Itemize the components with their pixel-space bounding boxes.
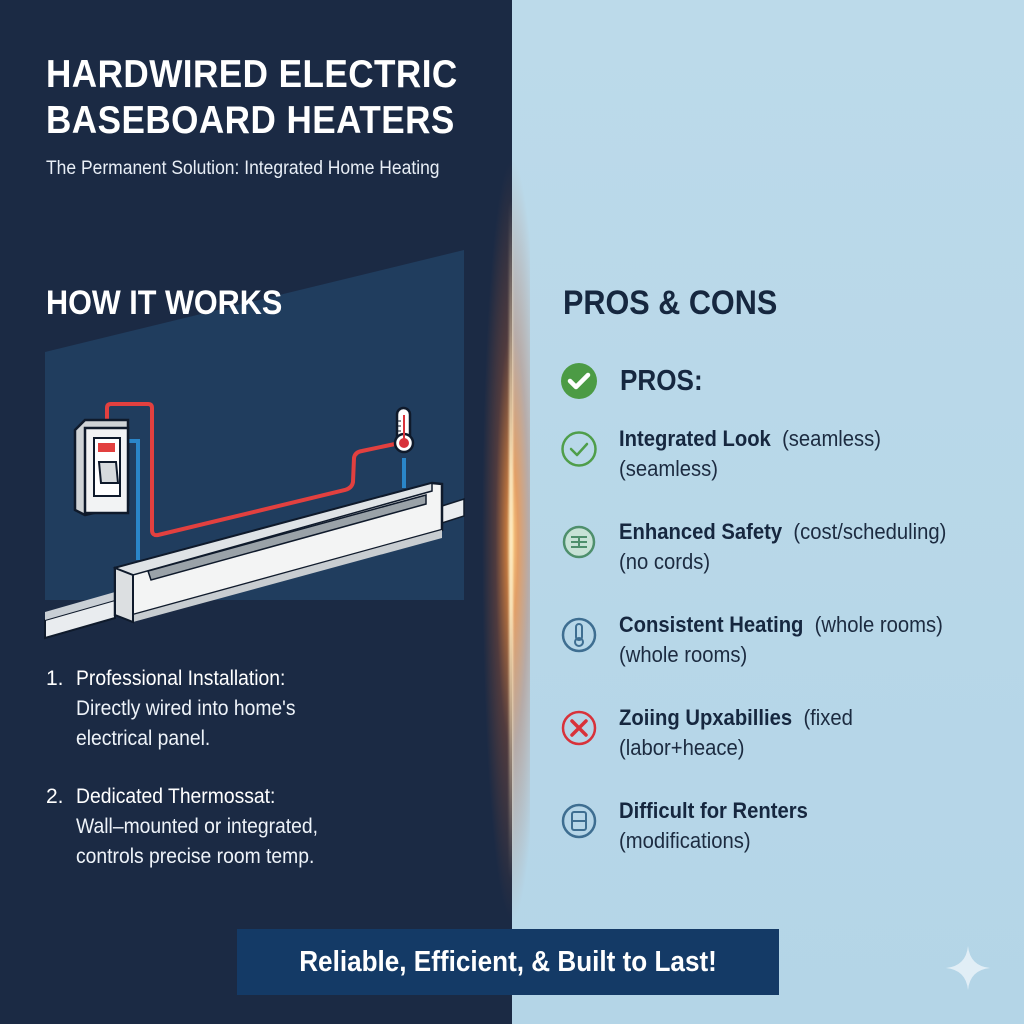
right-panel: [512, 0, 1024, 1024]
item-line2: (labor+heace): [619, 735, 745, 760]
step-item: 2. Dedicated Thermossat: Wall–mounted or…: [46, 782, 339, 872]
title-line-1: HARDWIRED ELECTRIC: [46, 53, 458, 96]
tagline-banner: Reliable, Efficient, & Built to Last!: [237, 929, 779, 995]
step-item: 1. Professional Installation: Directly w…: [46, 664, 339, 754]
item-note: (fixed: [803, 705, 853, 730]
sparkle-icon: [946, 946, 990, 990]
pros-subheading: PROS:: [560, 362, 712, 400]
breaker-switch-icon: [97, 461, 120, 484]
baseboard-heater-icon: [112, 481, 444, 624]
safety-grid-icon: [562, 525, 596, 559]
pros-label: PROS:: [620, 364, 703, 397]
x-circle-icon: [561, 710, 597, 746]
step-desc-line2: electrical panel.: [76, 727, 211, 750]
check-circle-filled-icon: [561, 363, 597, 399]
item-note: (whole rooms): [814, 612, 943, 637]
pros-cons-list: Integrated Look (seamless) (seamless) En…: [560, 424, 975, 889]
baseboard-trim-left: [44, 592, 116, 640]
electrical-panel-icon: [73, 418, 130, 517]
item-title: Zoiing Upxabillies: [619, 705, 793, 730]
item-line2: (whole rooms): [619, 642, 748, 667]
item-title: Consistent Heating: [619, 612, 804, 637]
item-line2: (seamless): [619, 456, 718, 481]
item-line2: (modifications): [619, 828, 751, 853]
building-icon: [561, 803, 597, 839]
item-line2: (no cords): [619, 549, 711, 574]
check-circle-outline-icon: [561, 431, 597, 467]
list-item: Consistent Heating (whole rooms) (whole …: [560, 610, 975, 672]
page-subtitle: The Permanent Solution: Integrated Home …: [46, 158, 440, 179]
page-title: HARDWIRED ELECTRIC BASEBOARD HEATERS: [46, 52, 458, 144]
thermometer-icon: [561, 617, 597, 653]
step-number: 2.: [46, 785, 64, 808]
list-item: Enhanced Safety (cost/scheduling) (no co…: [560, 517, 975, 579]
item-title: Difficult for Renters: [619, 798, 808, 823]
step-number: 1.: [46, 667, 64, 690]
step-desc-line1: Wall–mounted or integrated,: [76, 815, 319, 838]
hot-wire: [105, 402, 396, 538]
pros-cons-heading: PROS & CONS: [563, 284, 778, 322]
heater-wiring-illustration: [44, 250, 465, 640]
step-title: Dedicated Thermossat:: [76, 785, 276, 808]
item-title: Integrated Look: [619, 426, 771, 451]
thermostat-icon: [393, 406, 415, 454]
list-item: Difficult for Renters (modifications): [560, 796, 975, 858]
steps-list: 1. Professional Installation: Directly w…: [46, 664, 339, 900]
list-item: Zoiing Upxabillies (fixed (labor+heace): [560, 703, 975, 765]
step-title: Professional Installation:: [76, 667, 286, 690]
step-desc-line2: controls precise room temp.: [76, 845, 315, 868]
tagline-text: Reliable, Efficient, & Built to Last!: [299, 945, 717, 978]
how-it-works-heading: HOW IT WORKS: [46, 284, 283, 322]
item-note: (seamless): [782, 426, 882, 451]
title-line-2: BASEBOARD HEATERS: [46, 99, 455, 142]
item-note: (cost/scheduling): [793, 519, 947, 544]
step-desc-line1: Directly wired into home's: [76, 697, 296, 720]
divider-glow-line: [509, 200, 513, 880]
list-item: Integrated Look (seamless) (seamless): [560, 424, 975, 486]
item-title: Enhanced Safety: [619, 519, 783, 544]
